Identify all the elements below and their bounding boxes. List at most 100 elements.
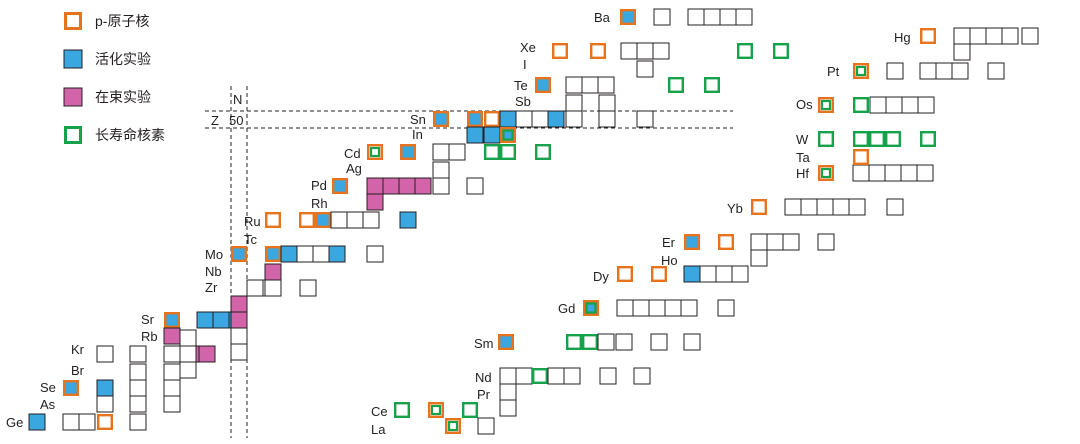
element-label-hf: Hf	[796, 166, 809, 181]
element-label-zr: Zr	[205, 280, 218, 295]
cell-ru	[330, 211, 348, 229]
cell-gd	[717, 299, 735, 317]
element-label-gd: Gd	[558, 301, 575, 316]
element-label-nd: Nd	[475, 370, 492, 385]
cell-ru	[362, 211, 380, 229]
n-axis-label: N	[233, 92, 242, 107]
cell-os	[917, 96, 935, 114]
cell-hf	[852, 164, 870, 182]
cell-hg	[953, 27, 971, 45]
cell-sn	[484, 110, 501, 127]
cell-ce	[428, 402, 445, 419]
element-label-pr: Pr	[477, 387, 491, 402]
cell-se	[129, 379, 147, 397]
cell-os	[818, 96, 835, 113]
cell-sn	[565, 110, 583, 128]
cell-sm	[615, 333, 633, 351]
cell-pr	[499, 383, 517, 401]
cell-sm	[498, 334, 515, 351]
cell-sn	[499, 110, 517, 128]
cell-se	[62, 380, 79, 397]
cell-er	[750, 233, 768, 251]
cell-mo	[280, 245, 298, 263]
cell-ba	[620, 8, 637, 26]
cell-pd	[366, 177, 384, 195]
cell-sm	[683, 333, 701, 351]
cell-pd	[332, 177, 349, 194]
cell-yb	[832, 198, 850, 216]
legend-item-in_beam: 在束实验	[63, 87, 151, 107]
cell-yb	[800, 198, 818, 216]
cell-zr	[230, 327, 248, 345]
cell-cd	[367, 143, 384, 160]
cell-as	[129, 395, 147, 413]
cell-pt	[951, 62, 969, 80]
cell-os	[885, 96, 903, 114]
element-label-rh: Rh	[311, 196, 328, 211]
cell-gd	[583, 300, 600, 317]
cell-xe	[773, 43, 790, 60]
cell-br	[163, 379, 181, 397]
cell-dy	[617, 266, 634, 283]
cell-yb	[816, 198, 834, 216]
cell-te	[704, 76, 721, 93]
cell-hf	[916, 164, 934, 182]
cell-ge	[62, 413, 80, 431]
cell-zr	[230, 295, 248, 313]
cell-la	[477, 417, 495, 435]
cell-ta	[853, 148, 870, 165]
element-label-pd: Pd	[311, 178, 327, 193]
element-label-w: W	[796, 132, 809, 147]
legend-label-long_lived: 长寿命核素	[95, 127, 165, 143]
cell-in	[500, 126, 517, 143]
cell-os	[901, 96, 919, 114]
cell-pd	[398, 177, 416, 195]
cell-ag	[432, 161, 450, 179]
cell-rb	[179, 345, 197, 363]
cell-zr	[246, 279, 264, 297]
cell-w	[869, 130, 886, 147]
cell-gd	[616, 299, 634, 317]
legend-item-p_nucleus: p-原子核	[64, 12, 149, 30]
cell-kr	[96, 345, 114, 363]
cell-hf	[868, 164, 886, 182]
cell-ba	[653, 8, 671, 26]
element-label-tc: Tc	[244, 232, 258, 247]
element-label-i: I	[523, 57, 527, 72]
cell-rb	[198, 345, 216, 363]
element-label-rb: Rb	[141, 329, 158, 344]
cell-te	[597, 76, 615, 94]
cell-xe	[652, 42, 670, 60]
cell-sm	[582, 334, 599, 351]
element-label-se: Se	[40, 380, 56, 395]
element-label-dy: Dy	[593, 269, 609, 284]
cell-zr	[230, 343, 248, 361]
cell-nd	[599, 367, 617, 385]
cell-yb	[751, 198, 768, 215]
cell-sb	[598, 94, 616, 112]
cell-w	[920, 130, 937, 147]
cell-dy	[731, 265, 749, 283]
cell-ho	[750, 249, 768, 267]
cell-ge	[78, 413, 96, 431]
cell-pt	[919, 62, 937, 80]
cell-hg	[1021, 27, 1039, 45]
cell-dy	[651, 266, 668, 283]
cell-sn	[515, 110, 533, 128]
cell-gd	[632, 299, 650, 317]
cell-ru	[299, 211, 316, 228]
cell-gd	[680, 299, 698, 317]
cell-os	[869, 96, 887, 114]
cell-xe	[620, 42, 638, 60]
cell-sr	[212, 311, 230, 329]
cell-pd	[366, 193, 384, 211]
element-label-kr: Kr	[71, 342, 85, 357]
cell-pt	[886, 62, 904, 80]
element-label-ho: Ho	[661, 253, 678, 268]
element-label-hg: Hg	[894, 30, 911, 45]
cell-ba	[703, 8, 721, 26]
cell-ge	[96, 414, 113, 431]
cell-la	[445, 418, 462, 435]
cell-w	[818, 130, 835, 147]
